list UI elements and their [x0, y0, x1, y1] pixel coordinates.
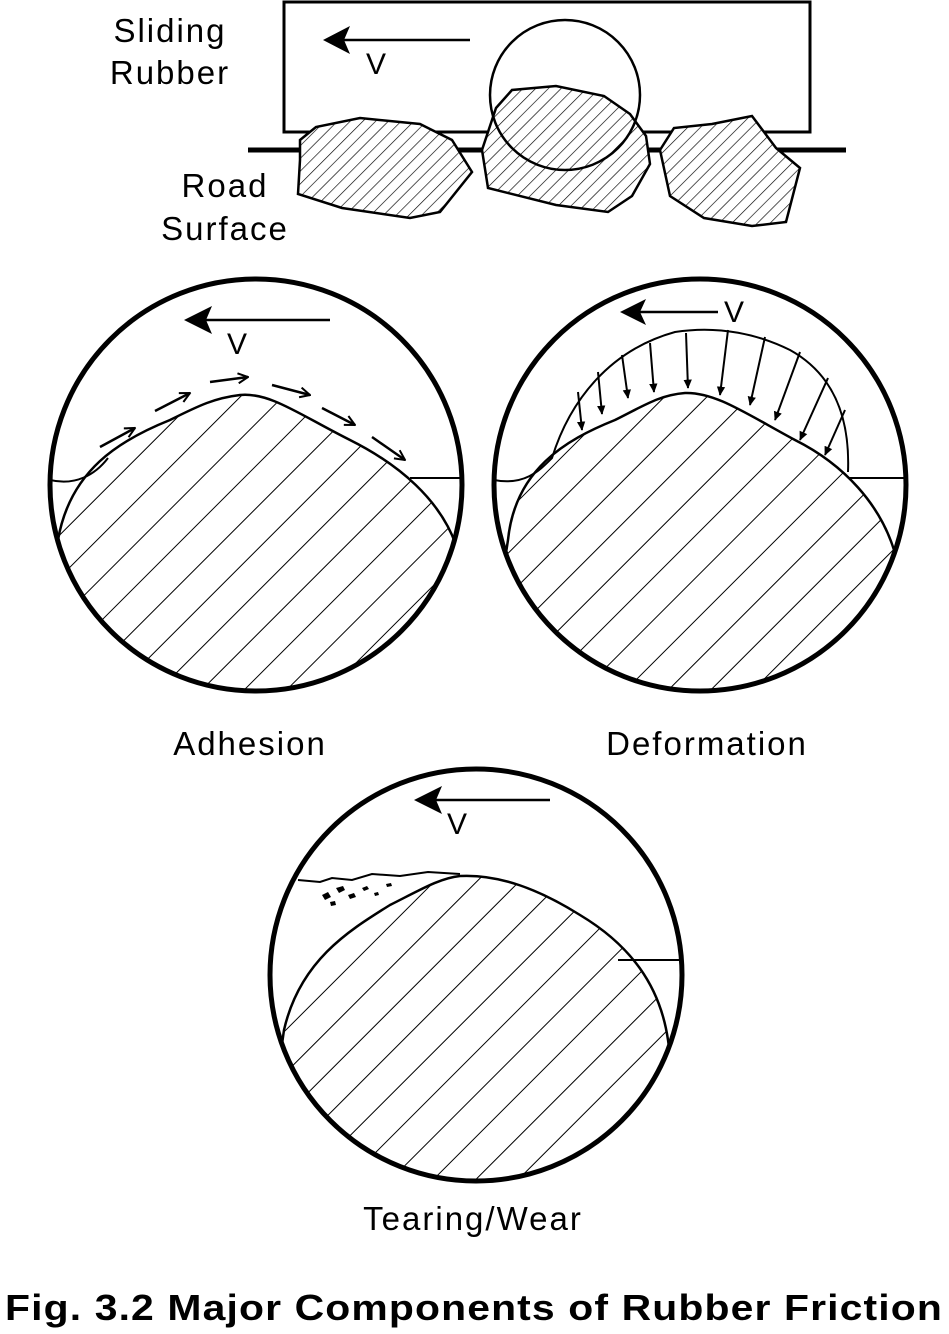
magnifier-circle	[488, 18, 642, 172]
tearing-panel: V Tearing/Wear	[267, 766, 685, 1237]
deformation-panel: V Deformation	[491, 276, 909, 762]
shear-arrow	[271, 383, 310, 395]
adhesion-circle	[47, 276, 465, 694]
debris-particle	[374, 892, 379, 896]
debris-particle	[362, 886, 369, 891]
tearing-asperity	[270, 874, 682, 1181]
pressure-arrow	[824, 409, 846, 456]
pressure-arrow	[747, 336, 766, 406]
deformation-velocity-label: V	[724, 296, 744, 329]
road-stone-middle	[480, 84, 652, 214]
road-surface-label-line2: Surface	[161, 210, 289, 247]
pressure-arrow	[683, 332, 692, 389]
adhesion-velocity-arrowhead	[184, 306, 212, 334]
adhesion-panel: V Adhesion	[47, 276, 465, 762]
velocity-arrowhead	[323, 26, 350, 54]
adhesion-asperity	[50, 393, 462, 691]
deformation-circle	[491, 276, 909, 694]
pressure-arrow	[716, 329, 729, 396]
shear-arrow	[321, 406, 355, 427]
debris-particle	[330, 901, 336, 906]
deformation-rubber-wrap	[494, 328, 850, 483]
tearing-caption: Tearing/Wear	[363, 1200, 583, 1237]
sliding-rubber-road-diagram: V Sliding Rubber Road Surface	[110, 0, 846, 247]
shear-arrow	[371, 435, 405, 460]
shear-arrow	[99, 426, 135, 449]
pressure-arrow	[576, 391, 586, 431]
road-stone-left	[296, 116, 474, 220]
velocity-label: V	[366, 48, 386, 81]
road-stone-right	[658, 114, 802, 228]
tearing-rubber-surface	[297, 870, 461, 884]
wear-debris	[322, 883, 392, 906]
pressure-arrow	[799, 377, 829, 441]
deformation-caption: Deformation	[606, 725, 808, 762]
shear-arrow	[209, 377, 248, 382]
pressure-arrow	[621, 354, 631, 399]
adhesion-caption: Adhesion	[173, 725, 327, 762]
debris-particle	[348, 893, 356, 899]
figure-caption: Fig. 3.2 Major Components of Rubber Fric…	[5, 1287, 943, 1328]
tearing-velocity-arrowhead	[414, 786, 442, 814]
road-surface-label-line1: Road	[182, 167, 269, 204]
deformation-asperity	[494, 391, 906, 691]
debris-particle	[336, 886, 345, 893]
tearing-circle	[267, 766, 685, 1184]
adhesion-rubber-surface	[50, 457, 109, 483]
adhesion-shear-arrows	[99, 377, 405, 460]
sliding-rubber-label-line1: Sliding	[113, 12, 226, 49]
pressure-arrow	[773, 351, 801, 421]
deformation-pressure-arrows	[576, 329, 846, 456]
tearing-velocity-label: V	[447, 808, 467, 841]
deformation-velocity-arrowhead	[620, 299, 646, 325]
sliding-rubber-label-line2: Rubber	[110, 54, 230, 91]
debris-particle	[386, 883, 392, 887]
pressure-arrow	[597, 371, 606, 415]
debris-particle	[322, 892, 331, 900]
adhesion-velocity-label: V	[227, 328, 247, 361]
pressure-arrow	[649, 342, 658, 393]
shear-arrow	[154, 391, 190, 413]
